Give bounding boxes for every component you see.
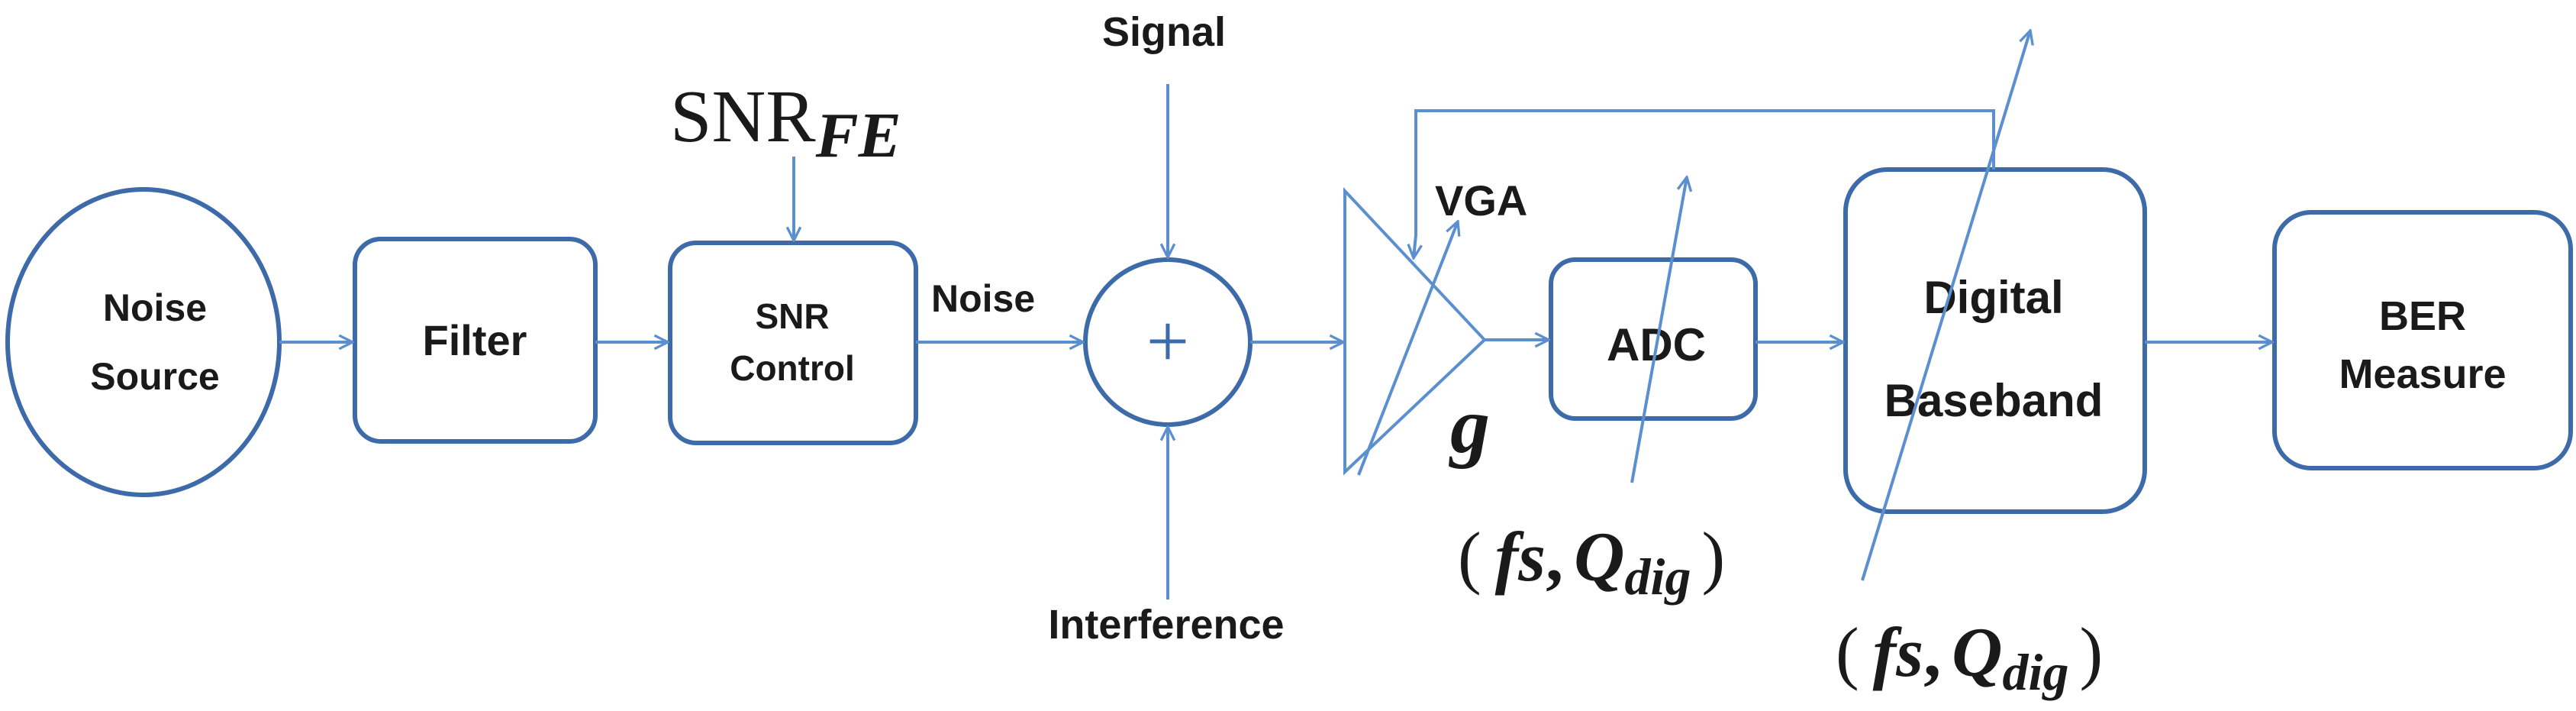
noise-source-block: Noise Source [5,187,282,497]
baseband-variable-arrow [1861,31,2030,581]
ber-measure-label-line2: Measure [2339,351,2506,397]
snr-fe-subscript: FE [815,100,901,171]
adc-block: ADC [1549,257,1758,421]
vga-variable-arrow [1357,221,1458,476]
snr-control-label-line2: Control [730,348,855,388]
snr-fe-label: SNRFE [670,76,901,171]
digital-baseband-label-line2: Baseband [1884,375,2104,426]
snr-control-label-line1: SNR [755,296,829,336]
vga-amplifier: VGA [1343,176,1527,476]
ber-measure-block: BER Measure [2272,210,2573,470]
noise-source-label-line1: Noise [103,286,207,329]
filter-label: Filter [423,316,527,364]
interference-label: Interference [1048,602,1284,648]
adc-params-label: (fs,Qdig) [1458,518,1725,606]
adc-variable-arrow [1630,177,1687,483]
digital-baseband-block: Digital Baseband [1843,167,2147,514]
baseband-params-label: (fs,Qdig) [1836,613,2103,701]
noise-source-label-line2: Source [90,355,220,398]
svg-text:SNRFE: SNRFE [670,76,901,171]
snr-control-block: SNR Control [668,241,918,445]
noise-label: Noise [931,277,1035,320]
wire-feedback-to-vga [1414,109,1995,258]
digital-baseband-label-line1: Digital [1923,272,2063,323]
plus-symbol: + [1146,299,1189,383]
snr-fe-main: SNR [670,76,816,158]
summing-junction: + [1083,257,1253,427]
vga-label: VGA [1435,176,1527,225]
filter-block: Filter [353,237,598,444]
signal-wires [279,84,2272,600]
ber-measure-label-line1: BER [2379,293,2466,339]
signal-label: Signal [1102,9,1226,55]
gain-label: g [1449,382,1490,470]
